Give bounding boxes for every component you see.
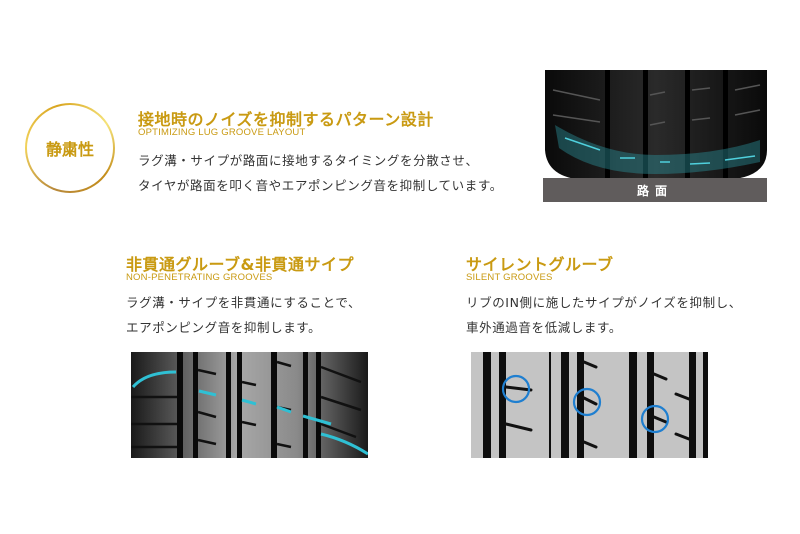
road-surface-label: 路面: [543, 178, 767, 202]
tire-contact-image: [545, 70, 767, 182]
right-line-1: リブのIN側に施したサイプがノイズを抑制し、: [466, 295, 742, 310]
highlight-circle-1: [501, 374, 531, 404]
left-line-1: ラグ溝・サイプを非貫通にすることで、: [126, 295, 362, 310]
silent-grooves-image: [471, 352, 708, 458]
left-subtitle: NON-PENETRATING GROOVES: [126, 272, 273, 283]
main-title: 接地時のノイズを抑制するパターン設計: [138, 110, 434, 129]
highlight-circle-2: [572, 387, 602, 417]
quietness-badge: 静粛性: [25, 103, 115, 193]
right-title: サイレントグルーブ: [466, 255, 614, 274]
main-line-1: ラグ溝・サイプが路面に接地するタイミングを分散させ、: [138, 153, 479, 168]
main-subtitle: OPTIMIZING LUG GROOVE LAYOUT: [138, 127, 306, 138]
right-line-2: 車外通過音を低減します。: [466, 320, 622, 335]
non-penetrating-grooves-image: [131, 352, 368, 458]
main-line-2: タイヤが路面を叩く音やエアポンピング音を抑制しています。: [138, 178, 503, 193]
highlight-circle-3: [640, 404, 670, 434]
left-title: 非貫通グルーブ&非貫通サイプ: [126, 255, 354, 274]
badge-label: 静粛性: [45, 140, 94, 159]
right-description: リブのIN側に施したサイプがノイズを抑制し、 車外通過音を低減します。: [466, 290, 742, 340]
main-description: ラグ溝・サイプが路面に接地するタイミングを分散させ、 タイヤが路面を叩く音やエア…: [138, 148, 503, 198]
left-description: ラグ溝・サイプを非貫通にすることで、 エアポンピング音を抑制します。: [126, 290, 361, 340]
right-subtitle: SILENT GROOVES: [466, 272, 553, 283]
left-line-2: エアポンピング音を抑制します。: [126, 320, 322, 335]
